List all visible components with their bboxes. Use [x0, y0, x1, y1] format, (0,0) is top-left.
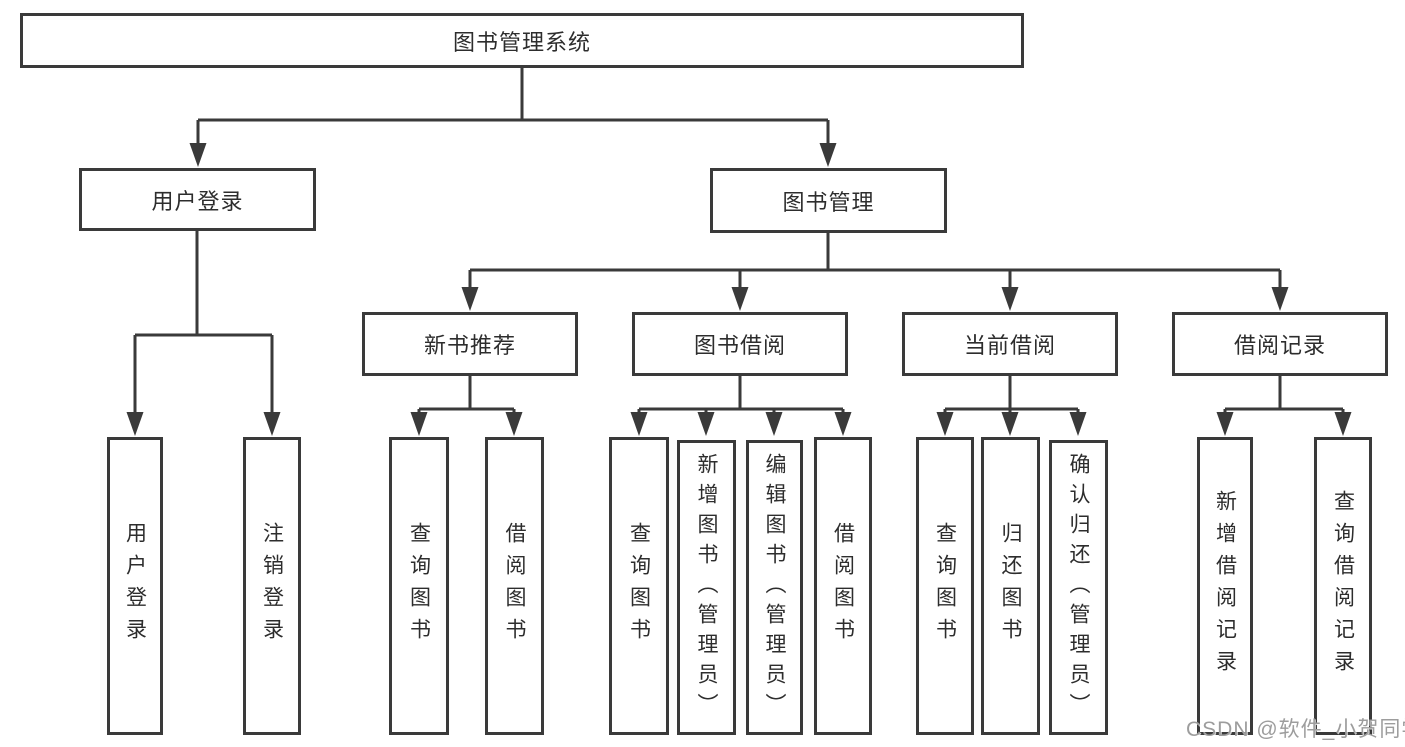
- leaf-br-query-record: 查询借阅记录: [1314, 437, 1372, 735]
- arrowhead-icon: [1069, 412, 1087, 436]
- arrowhead-icon: [1001, 412, 1019, 436]
- leaf-br-add-record: 新增借阅记录: [1197, 437, 1253, 735]
- connector-user-login-to-leaves: [133, 231, 274, 415]
- arrowhead-icon: [505, 412, 523, 436]
- arrowhead-icon: [189, 143, 207, 167]
- arrowhead-icon: [126, 412, 144, 436]
- leaf-label: 确认归还（管理员）: [1067, 452, 1090, 723]
- leaf-user-login: 用户登录: [107, 437, 163, 735]
- arrowhead-icon: [1271, 287, 1289, 311]
- node-book-management: 图书管理: [710, 168, 947, 233]
- leaf-cb-query-books: 查询图书: [916, 437, 974, 735]
- arrowhead-icon: [731, 287, 749, 311]
- arrowhead-icon: [834, 412, 852, 436]
- leaf-logout: 注销登录: [243, 437, 301, 735]
- leaf-bb-query-books: 查询图书: [609, 437, 669, 735]
- leaf-bb-add-books-admin: 新增图书（管理员）: [677, 440, 736, 735]
- arrowhead-icon: [410, 412, 428, 436]
- leaf-nbr-borrow-books: 借阅图书: [485, 437, 544, 735]
- arrowhead-icon: [1334, 412, 1352, 436]
- leaf-label: 编辑图书（管理员）: [763, 452, 786, 723]
- leaf-label: 新增图书（管理员）: [695, 452, 718, 723]
- arrowhead-icon: [697, 412, 715, 436]
- node-new-book-recommend: 新书推荐: [362, 312, 578, 376]
- connector-new-book-recommend-to-leaves: [417, 376, 516, 414]
- watermark: CSDN @软件_小贺同学: [1186, 718, 1405, 741]
- arrowhead-icon: [1001, 287, 1019, 311]
- leaf-cb-confirm-return-admin: 确认归还（管理员）: [1049, 440, 1108, 735]
- leaf-label: 查询图书: [407, 522, 431, 650]
- connector-book-management-to-level3: [468, 233, 1282, 290]
- leaf-label: 查询图书: [933, 522, 957, 650]
- arrowhead-icon: [461, 287, 479, 311]
- connector-current-borrowing-to-leaves: [943, 376, 1080, 414]
- leaf-bb-edit-books-admin: 编辑图书（管理员）: [746, 440, 803, 735]
- arrowhead-icon: [765, 412, 783, 436]
- leaf-label: 借阅图书: [503, 522, 526, 650]
- arrowhead-icon: [1216, 412, 1234, 436]
- leaf-cb-return-books: 归还图书: [981, 437, 1040, 735]
- arrowhead-icon: [819, 143, 837, 167]
- leaf-label: 归还图书: [999, 522, 1022, 650]
- arrowhead-icon: [630, 412, 648, 436]
- arrowhead-icon: [936, 412, 954, 436]
- leaf-label: 查询借阅记录: [1331, 490, 1355, 682]
- connector-borrow-records-to-leaves: [1223, 376, 1345, 414]
- arrowhead-icon: [263, 412, 281, 436]
- node-borrow-records: 借阅记录: [1172, 312, 1388, 376]
- leaf-label: 查询图书: [627, 522, 651, 650]
- leaf-label: 注销登录: [260, 522, 284, 650]
- leaf-label: 新增借阅记录: [1213, 490, 1237, 682]
- node-current-borrowing: 当前借阅: [902, 312, 1118, 376]
- leaf-bb-borrow-books: 借阅图书: [814, 437, 872, 735]
- connector-root-to-level2: [196, 68, 830, 146]
- leaf-label: 借阅图书: [831, 522, 855, 650]
- node-book-borrowing: 图书借阅: [632, 312, 848, 376]
- leaf-label: 用户登录: [123, 522, 147, 650]
- connector-book-borrowing-to-leaves: [637, 376, 845, 414]
- node-user-login: 用户登录: [79, 168, 316, 231]
- node-library-management-system: 图书管理系统: [20, 13, 1024, 68]
- leaf-nbr-query-books: 查询图书: [389, 437, 449, 735]
